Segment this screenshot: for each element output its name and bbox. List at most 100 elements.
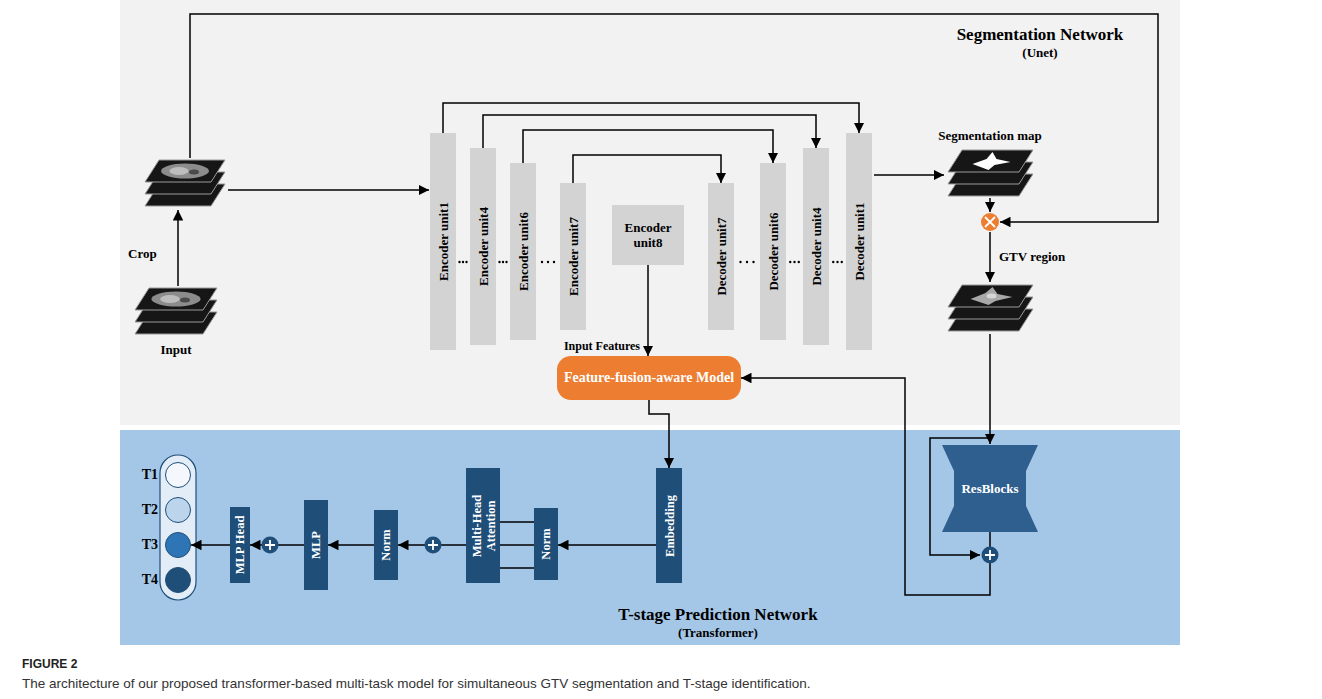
image-stack [145,160,225,206]
node-label: Decoder unit4 [809,152,824,341]
class-circle: T3 [165,532,191,558]
ellipsis-dot [462,261,464,263]
band-title: T-stage Prediction Network [558,604,878,625]
output-column [160,455,196,600]
flow-arrow [989,198,991,212]
class-circle: T4 [165,567,191,593]
node-label: Embedding [662,472,676,579]
connector-arrow [647,265,649,356]
ellipsis-dot [541,261,543,263]
label-holder: Crop [128,244,157,262]
node-label: Encoder unit8 [616,220,680,250]
encoder-unit: Encoder unit6 [510,163,536,340]
node-label: T1 [132,463,158,487]
flow-arrow [874,174,944,176]
process-box: Norm [534,508,558,580]
decoder-unit: Decoder unit1 [846,133,872,350]
image-stack [948,285,1033,331]
ellipsis-dot [458,261,460,263]
node-label: Encoder unit4 [476,152,491,341]
flow-arrow [177,210,179,286]
node-label: T4 [132,568,158,592]
connector-arrow [483,115,816,148]
connector-arrow [573,155,721,183]
ellipsis-dot [498,261,500,263]
edge-label: Input Features [562,339,642,353]
process-box: Embedding [656,468,682,583]
node-label: T3 [132,533,158,557]
decoder-unit: Decoder unit4 [803,148,829,345]
node-label: T2 [132,498,158,522]
class-circle: T1 [165,462,191,488]
band-heading: Segmentation Network(Unet) [910,24,1170,61]
label-holder: Input [160,340,191,358]
add-operator [425,537,442,554]
node-label: Encoder unit7 [566,187,581,326]
network-band: Segmentation Network(Unet) Encoder unit1 E… [120,0,1180,425]
ellipsis-dot [502,261,504,263]
flow-arrow [228,189,429,191]
node-label: Decoder unit1 [852,137,867,346]
node-label: ResBlocks [961,481,1018,497]
resblock-hourglass: ResBlocks [942,445,1038,532]
caption-holder: The architecture of our proposed transfo… [22,674,810,692]
node-label: Feature-fusion-aware Model [564,370,734,386]
add-operator [262,537,279,554]
ellipsis-dot [746,261,748,263]
ellipsis-dot [832,261,834,263]
label-holder: FIGURE 2 [22,654,77,672]
encoder-unit: Encoder unit7 [560,183,586,330]
process-box: MLP [304,500,328,590]
figure-number: FIGURE 2 [22,657,77,671]
connector-arrow [523,130,773,163]
encoder-unit: Encoder unit4 [470,148,496,345]
band-subtitle: (Unet) [910,45,1170,61]
image-stack [135,288,217,334]
node-label: Encoder unit1 [436,137,451,346]
part-label: Input [160,342,191,357]
node-label: Norm [539,512,553,576]
connector-arrow [558,544,656,546]
connector-arrow [741,378,990,595]
node-label: MLP [309,504,323,586]
process-box: Multi-Head Attention [466,468,500,583]
flow-arrow [989,334,991,444]
class-circle: T2 [165,497,191,523]
ellipsis-dot [505,261,507,263]
ellipsis-dot [793,261,795,263]
flow-arrow [190,14,1158,222]
part-label: Crop [128,246,157,261]
add-operator [982,547,999,564]
band-heading: T-stage Prediction Network(Transformer) [558,604,878,641]
decoder-unit: Decoder unit6 [760,163,786,340]
ellipsis-dot [752,261,754,263]
ellipsis-dot [547,261,549,263]
network-band: T-stage Prediction Network(Transformer)T… [120,430,1180,645]
process-box: Norm [374,510,398,580]
ellipsis-dot [789,261,791,263]
connector-arrow [191,544,230,546]
label-holder: GTV region [999,247,1065,265]
edge-label-holder: Input Features [562,336,642,354]
node-label: Multi-Head Attention [469,472,497,579]
band-title: Segmentation Network [910,24,1170,45]
flow-arrow [989,232,991,282]
part-label: Segmentation map [938,128,1042,143]
node-label: Norm [379,514,393,576]
ellipsis-dot [836,261,838,263]
figure-caption: The architecture of our proposed transfo… [22,676,810,691]
node-label: Decoder unit6 [766,167,781,336]
multiply-operator [981,213,999,231]
connector-arrow [466,521,558,523]
connector-arrow [443,103,859,133]
ellipsis-dot [798,261,800,263]
label-holder: Segmentation map [938,126,1042,144]
bottleneck-box: Encoder unit8 [612,205,684,265]
image-stack [948,150,1033,196]
node-label: Decoder unit7 [714,187,729,326]
part-label: GTV region [999,249,1065,264]
band-subtitle: (Transformer) [558,625,878,641]
